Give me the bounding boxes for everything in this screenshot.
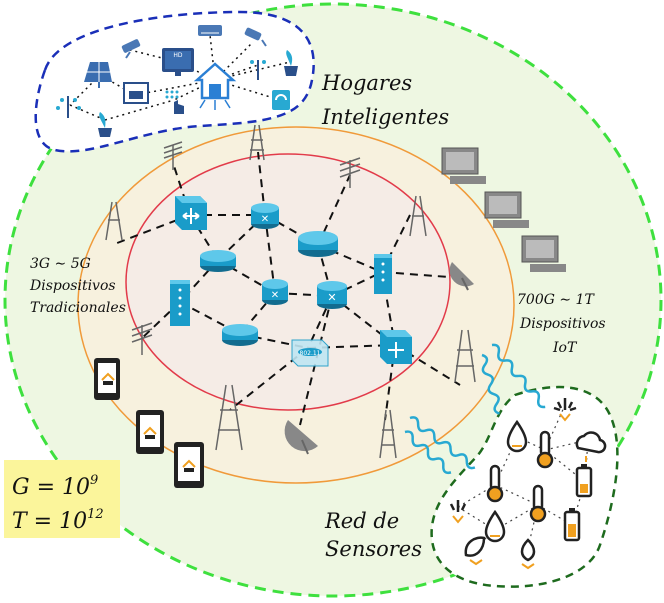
router-icon [200,250,236,272]
smartphone-icon [94,358,120,400]
battery-icon [563,508,581,542]
fire-icon [520,538,536,570]
cell-tower-icon [249,124,265,161]
traditional-range: 3G ∼ 5G [30,256,91,272]
giga-definition: G = 109 [12,473,98,500]
router-icon [298,231,338,257]
iot-devices-label: 700G ∼ 1T Dispositivos IoT [517,292,606,356]
giga-exponent: 9 [90,473,98,488]
air-conditioner-icon [198,25,222,36]
tera-definition: T = 1012 [12,507,104,534]
leaf-icon [464,536,486,566]
multilayer-switch-icon: ✕ [251,203,279,229]
smart-home-icons: HD [56,25,298,137]
network-switch-icon [380,330,412,364]
cell-tower-icon [215,384,243,451]
sprinkler-icon [56,96,81,118]
traditional-devices-label: 3G ∼ 5G Dispositivos Tradicionales [29,256,126,316]
cell-tower-icon [454,329,476,383]
router-icon [222,324,258,346]
cell-tower-icon [409,195,427,237]
multilayer-switch-icon: ✕ [262,279,288,305]
signal-icon [553,398,577,422]
sensor-network-label-line1: Red de [324,509,399,533]
smartphone-icon [174,442,204,488]
satellite-dish-icon [284,420,318,455]
svg-text:✕: ✕ [261,214,269,225]
tv-icon: HD [162,48,194,76]
signal-icon [449,500,467,524]
smart-house-icon [193,62,237,110]
units-legend: G = 109 T = 1012 [4,460,120,538]
thermometer-icon [536,430,554,469]
smartphone-icon [136,410,164,454]
network-switch-icon [175,196,207,230]
desktop-computer-icon [441,147,486,184]
desktop-computer-icon [521,235,566,272]
desktop-computer-icon [484,191,529,228]
antenna-icon [339,157,361,188]
sprinkler-icon [250,60,266,80]
svg-text:802.11: 802.11 [300,350,321,357]
cell-tower-icon [105,201,123,241]
iot-devices-kind: IoT [552,340,578,356]
svg-text:✕: ✕ [327,291,336,304]
smart-homes-label: Hogares Inteligentes [321,71,449,129]
sensor-network-label: Red de Sensores [324,509,422,561]
smart-homes-label-line1: Hogares [321,71,412,95]
wireless-access-point-icon: 802.11 [291,339,329,367]
tera-definition-base: T = 10 [12,509,87,534]
humidity-icon [506,419,528,453]
server-icon [374,254,392,294]
plant-icon [284,50,298,76]
towers [105,124,476,459]
computers [441,147,566,272]
plant-icon [98,112,112,137]
battery-icon [575,464,593,498]
sensor-icons [449,398,607,570]
touch-panel-icon [165,90,184,114]
core-devices: ✕ ✕ ✕ 802.11 [170,196,412,367]
iot-devices-word: Dispositivos [519,316,606,332]
cloud-icon [575,431,607,462]
antenna-icon [163,141,183,170]
iot-range: 700G ∼ 1T [517,292,595,308]
satellite-dish-icon [449,262,474,291]
sensor-network-label-line2: Sensores [325,537,422,561]
smart-homes-label-line2: Inteligentes [321,105,449,129]
cell-tower-icon [379,409,397,459]
humidity-icon [484,509,506,543]
security-camera-icon [121,39,141,59]
antenna-icon [131,322,153,355]
wireless-links [404,343,546,475]
giga-definition-base: G = 10 [12,475,90,500]
traditional-devices-word: Dispositivos [29,278,116,294]
garage-icon [123,82,149,104]
svg-text:HD: HD [173,52,183,59]
server-icon [170,280,190,326]
thermometer-icon [486,464,504,503]
multilayer-switch-icon: ✕ [317,281,347,309]
thermometer-icon [529,484,547,523]
recycle-bin-icon [272,90,290,110]
smartphones [94,358,204,488]
tera-exponent: 12 [87,507,104,522]
smart-home-region [34,10,315,153]
svg-text:✕: ✕ [271,290,279,301]
security-camera-icon [244,27,267,47]
solar-panel-icon [84,62,112,88]
traditional-devices-kind: Tradicionales [30,300,126,316]
